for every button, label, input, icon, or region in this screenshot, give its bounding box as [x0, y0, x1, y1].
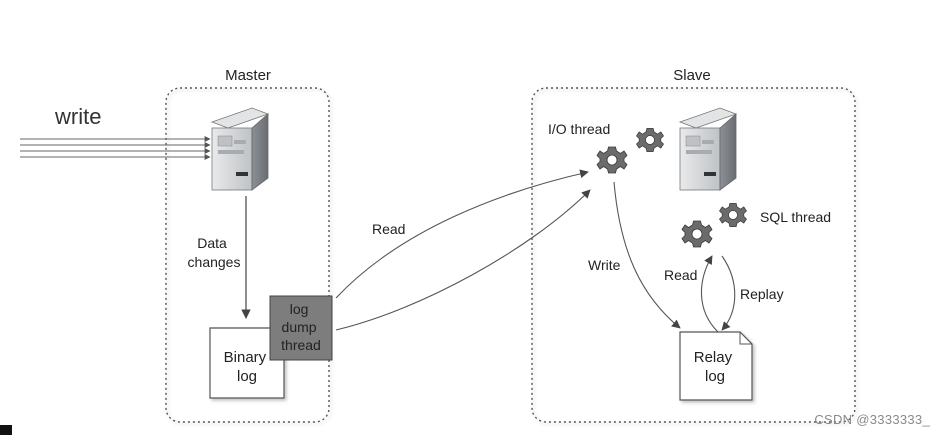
replay-label: Replay: [740, 286, 784, 302]
master-server-icon: [210, 107, 270, 191]
slave-server-icon: [678, 107, 738, 191]
read-label: Read: [372, 221, 405, 237]
relay-log-document: Relay log: [679, 331, 753, 401]
incoming-write-lines: [20, 136, 211, 160]
write-label: write: [54, 104, 101, 129]
svg-text:Binary log: Binary log: [224, 349, 271, 385]
sql-thread-label: SQL thread: [760, 209, 831, 225]
svg-text:Relay log: Relay log: [694, 349, 737, 385]
binary-log-document: Binary log: [209, 327, 285, 399]
watermark-text: CSDN @3333333_: [814, 412, 930, 427]
sql-read-arrow: [700, 255, 719, 333]
master-title: Master: [225, 67, 271, 84]
read-arrow-upper: [335, 169, 589, 299]
replay-arrow: [721, 255, 736, 331]
slave-title: Slave: [673, 67, 711, 84]
write-arrow: [613, 181, 681, 329]
read-arrow-lower: [335, 189, 591, 331]
svg-text:log dump thread: log dump thread: [281, 301, 321, 353]
corner-mark: [0, 425, 12, 435]
log-dump-thread-box: log dump thread: [269, 295, 333, 361]
sql-read-label: Read: [664, 267, 697, 283]
write-label-slave: Write: [588, 257, 621, 273]
sql-thread-gears-icon: [681, 202, 747, 248]
io-thread-label: I/O thread: [548, 121, 610, 137]
data-changes-label: Data changes: [188, 235, 241, 270]
